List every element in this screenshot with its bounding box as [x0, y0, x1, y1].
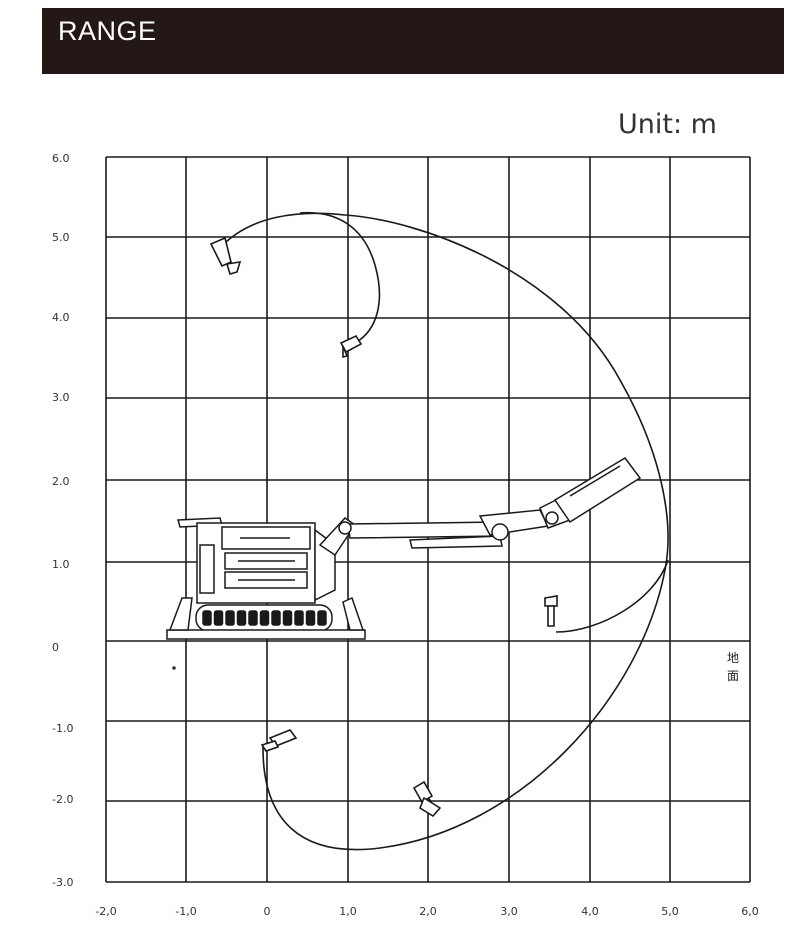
machine-illustration	[166, 457, 642, 640]
x-tick: 6,0	[741, 905, 759, 918]
marker-dot	[172, 666, 176, 670]
inner-right-curve	[555, 559, 669, 633]
machine-body	[177, 517, 336, 604]
x-axis-ticks: -2,0 -1,0 0 1,0 2,0 3,0 4,0 5,0 6,0	[95, 905, 758, 918]
ground-label-char: 面	[727, 669, 739, 683]
track-link	[236, 610, 247, 626]
x-tick: 4,0	[581, 905, 599, 918]
rear-outrigger	[342, 596, 365, 631]
y-tick: -3.0	[52, 876, 73, 889]
x-tick: 1,0	[339, 905, 357, 918]
track-link	[271, 610, 281, 626]
bucket-inner-top	[339, 334, 363, 359]
track-link	[259, 610, 270, 626]
y-tick: 1.0	[52, 558, 70, 571]
track-link	[305, 610, 316, 626]
outer-dig-curve	[262, 569, 666, 851]
outer-reach-curve	[219, 212, 669, 571]
y-tick: -2.0	[52, 793, 73, 806]
y-tick: 3.0	[52, 391, 70, 404]
bucket-dig-left	[260, 729, 298, 752]
track-link	[282, 610, 293, 626]
y-tick: 2.0	[52, 475, 70, 488]
working-range-envelope	[219, 211, 669, 851]
ground-label-char: 地	[727, 651, 739, 665]
bucket-top-left	[209, 236, 242, 275]
unit-label: Unit: m	[618, 109, 717, 140]
x-tick: -1,0	[175, 905, 196, 918]
y-tick: 6.0	[52, 152, 70, 165]
track-link	[202, 610, 212, 626]
bucket-dig-bottom	[412, 780, 442, 818]
extended-attachment	[553, 457, 642, 524]
bucket-positions	[209, 236, 558, 818]
front-outrigger	[168, 597, 193, 631]
page-title: RANGE	[58, 16, 157, 46]
y-tick: 0	[52, 641, 59, 654]
header-bar	[42, 8, 784, 74]
track-link	[294, 610, 304, 626]
x-tick: 5,0	[661, 905, 679, 918]
x-tick: 0	[264, 905, 271, 918]
track-link	[317, 610, 327, 626]
boom-arm	[318, 457, 642, 557]
bucket-ground-right	[544, 595, 558, 627]
y-tick: 5.0	[52, 231, 70, 244]
y-axis-ticks: 6.0 5.0 4.0 3.0 2.0 1.0 0 -1.0 -2.0 -3.0	[52, 152, 73, 889]
track-assembly	[166, 596, 366, 640]
inner-top-loop	[299, 211, 381, 344]
track-link	[248, 610, 258, 626]
y-tick: 4.0	[52, 311, 70, 324]
y-tick: -1.0	[52, 722, 73, 735]
track-link	[213, 610, 224, 626]
x-tick: -2,0	[95, 905, 116, 918]
x-tick: 2,0	[419, 905, 437, 918]
track-link	[225, 610, 235, 626]
x-tick: 3,0	[500, 905, 518, 918]
